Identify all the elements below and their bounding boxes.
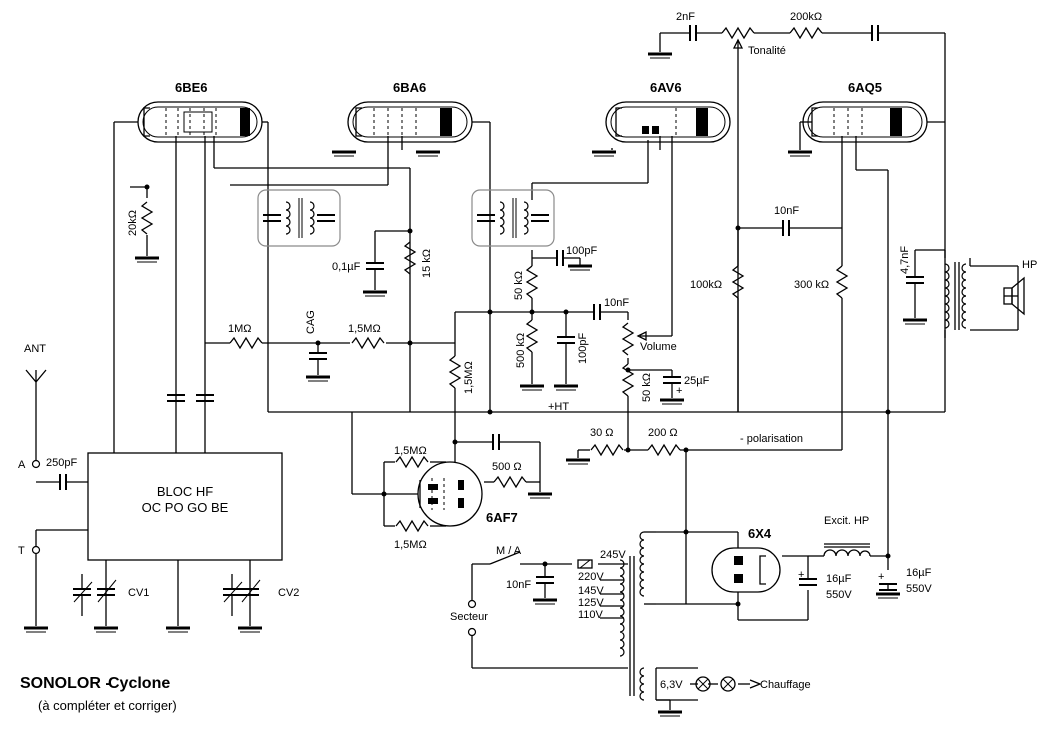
label-c-10nf-mains: 10nF <box>506 579 531 591</box>
label-c16a-voltage: 550V <box>826 589 852 601</box>
tube-label-6x4: 6X4 <box>748 526 772 541</box>
tube-label-6ba6: 6BA6 <box>393 80 426 95</box>
tube-6af7 <box>417 461 483 527</box>
label-r-15m-grid-bottom: 1,5MΩ <box>394 539 427 551</box>
label-plus-25uf: + <box>676 385 682 397</box>
label-r-50k-top: 50 kΩ <box>513 271 525 300</box>
components <box>22 24 1025 718</box>
label-r-500: 500 Ω <box>492 461 522 473</box>
label-cag: CAG <box>305 310 317 334</box>
label-c-2nf: 2nF <box>676 11 695 23</box>
label-r-50k-bottom: 50 kΩ <box>641 373 653 402</box>
label-hp: HP <box>1022 259 1037 271</box>
junctions <box>144 184 891 607</box>
label-r-15m-grid-top: 1,5MΩ <box>394 445 427 457</box>
label-excit-hp: Excit. HP <box>824 515 869 527</box>
terminals <box>31 459 477 637</box>
tube-label-6af7: 6AF7 <box>486 510 518 525</box>
label-c16b-value: 16µF <box>906 567 932 579</box>
label-v125: 125V <box>578 597 604 609</box>
label-terminal-t: T <box>18 545 25 557</box>
tube-6av6 <box>605 101 731 143</box>
tube-label-6be6: 6BE6 <box>175 80 208 95</box>
label-r-30: 30 Ω <box>590 427 614 439</box>
label-cv1: CV1 <box>128 587 149 599</box>
caption: SONOLOR - Cyclone (à compléter et corrig… <box>20 675 177 713</box>
label-tonalite: Tonalité <box>748 45 786 57</box>
label-plus-c16b: + <box>878 571 884 583</box>
label-r-100k: 100kΩ <box>690 279 722 291</box>
label-v110: 110V <box>578 609 604 621</box>
wires <box>35 32 1019 701</box>
label-c-47nf: 4,7nF <box>899 246 911 274</box>
label-r-15k: 15 kΩ <box>421 249 433 278</box>
label-c-10nf-detector: 10nF <box>604 297 629 309</box>
label-terminal-a: A <box>18 459 26 471</box>
label-r-15m-agc: 1,5MΩ <box>348 323 381 335</box>
label-c16b-voltage: 550V <box>906 583 932 595</box>
label-ant: ANT <box>24 343 46 355</box>
label-chauffage: Chauffage <box>760 679 811 691</box>
label-c-25uf: 25µF <box>684 375 710 387</box>
tube-6aq5 <box>802 101 928 143</box>
label-cv2: CV2 <box>278 587 299 599</box>
tube-6ba6 <box>347 101 473 143</box>
label-c16a-value: 16µF <box>826 573 852 585</box>
label-r-200: 200 Ω <box>648 427 678 439</box>
label-bloc-bands: OC PO GO BE <box>142 500 229 515</box>
tube-6x4 <box>711 547 781 593</box>
label-bloc-hf: BLOC HF <box>157 484 213 499</box>
label-ma-switch: M / A <box>496 545 522 557</box>
label-r-200k: 200kΩ <box>790 11 822 23</box>
bloc-hf <box>87 452 283 561</box>
label-v220: 220V <box>578 571 604 583</box>
label-r-15m-vertical: 1,5MΩ <box>463 361 475 394</box>
label-volume: Volume <box>640 341 677 353</box>
label-ht: +HT <box>548 401 569 413</box>
caption-brand: SONOLOR - <box>20 675 111 692</box>
tube-label-6av6: 6AV6 <box>650 80 682 95</box>
label-polarisation: - polarisation <box>740 433 803 445</box>
label-c-01uf: 0,1µF <box>332 261 361 273</box>
label-plus-c16a: + <box>798 569 804 581</box>
label-c-250pf: 250pF <box>46 457 77 469</box>
label-v63: 6,3V <box>660 679 683 691</box>
tube-label-6aq5: 6AQ5 <box>848 80 882 95</box>
caption-model: Cyclone <box>108 675 170 692</box>
label-v245: 245V <box>600 549 626 561</box>
label-r-20k: 20kΩ <box>127 210 139 236</box>
label-r-300k: 300 kΩ <box>794 279 829 291</box>
label-r-500k: 500 kΩ <box>515 333 527 368</box>
label-c-100pf-top: 100pF <box>566 245 597 257</box>
label-v145: 145V <box>578 585 604 597</box>
label-c-10nf-coupling: 10nF <box>774 205 799 217</box>
label-c-100pf-bottom: 100pF <box>577 333 589 364</box>
label-secteur: Secteur <box>450 611 488 623</box>
component-labels: 2nF 200kΩ Tonalité 20kΩ 0,1µF 15 kΩ 100p… <box>18 11 1037 691</box>
label-r-1m: 1MΩ <box>228 323 252 335</box>
tube-6be6 <box>137 101 263 143</box>
caption-note: (à compléter et corriger) <box>38 698 177 713</box>
